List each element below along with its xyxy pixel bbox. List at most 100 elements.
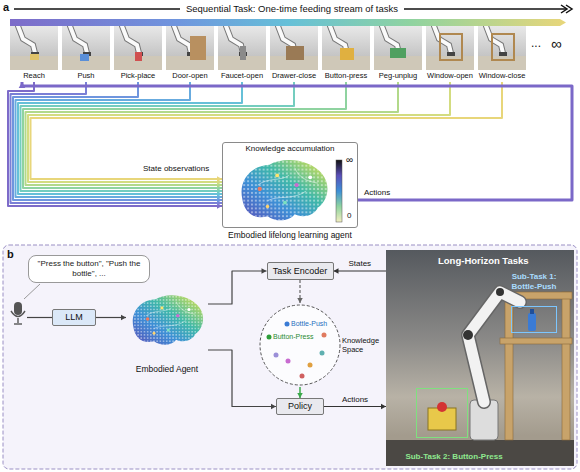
connector: [28, 82, 450, 185]
subtask-outline: [416, 388, 468, 438]
robot-scene: [386, 250, 574, 466]
bubble-tail: [24, 284, 40, 299]
task-label: Window-close: [479, 71, 526, 82]
photo-title: Long-Horizon Tasks: [438, 255, 574, 266]
connector-line: [23, 82, 346, 188]
arrowhead: [19, 82, 26, 88]
subtask-label: Sub-Task 1: Bottle-Push: [498, 272, 570, 291]
robot-photo: Long-Horizon TasksSub-Task 1: Bottle-Pus…: [386, 250, 574, 466]
space-label: Knowledge Space: [342, 336, 382, 354]
task-label: Drawer-close: [272, 71, 316, 82]
task-label: Push: [77, 71, 94, 82]
box-label: LLM: [62, 312, 86, 323]
speech-text: "Press the button", "Push the bottle", .…: [34, 259, 144, 279]
agent-label: Embodied Agent: [136, 364, 198, 374]
connector: [21, 82, 295, 194]
task-tile: Window-open: [426, 26, 474, 82]
skill-dot: [322, 333, 327, 338]
agent-brain-node: Embodied Agent: [126, 290, 208, 374]
task-label: Window-open: [427, 71, 473, 82]
connector-line: [324, 406, 386, 407]
connector: [8, 82, 222, 209]
task-label: Reach: [23, 71, 45, 82]
connector-line: [18, 82, 242, 194]
connector-line: [21, 82, 295, 191]
mic-wire: [27, 317, 52, 318]
edge-label: States: [346, 259, 373, 269]
task-tile: Drawer-close: [270, 26, 318, 82]
infinity-symbol: ∞: [551, 35, 562, 52]
speech-bubble: "Press the button", "Push the bottle", .…: [28, 255, 150, 283]
subtask-box: Sub-Task 1: Bottle-Push: [498, 272, 570, 334]
connector: [324, 404, 386, 410]
process-box: LLM: [52, 309, 96, 326]
scale-min: 0: [347, 211, 351, 220]
task-label: Peg-unplug: [379, 71, 417, 82]
connector: [19, 82, 572, 200]
connector-line: [28, 82, 450, 182]
skill-dot: [285, 322, 290, 327]
connector: [297, 387, 303, 398]
task-tile: Peg-unplug: [374, 26, 422, 82]
arrowhead: [334, 268, 339, 274]
connector: [334, 268, 387, 274]
ellipsis: ...: [531, 37, 541, 51]
connector-line: [208, 271, 267, 304]
banner-text: Sequential Task: One-time feeding stream…: [180, 3, 404, 15]
connector: [23, 82, 346, 191]
box-label: Policy: [285, 401, 315, 412]
stream-bar: [10, 19, 566, 26]
microphone-icon: [11, 302, 25, 324]
subtask-outline: [511, 306, 557, 333]
box-heading: Knowledge accumulation: [246, 144, 335, 154]
arrowhead: [262, 268, 267, 274]
skill-dot: [286, 359, 291, 364]
brain-illustration: [242, 160, 328, 220]
task-tile: Pick-place: [114, 26, 162, 82]
skill-label: Button-Press: [273, 333, 313, 341]
task-photos: [10, 26, 526, 70]
knowledge-box: Knowledge accumulationEmbodied lifelong …: [222, 142, 358, 240]
connector: [297, 280, 303, 303]
task-tile: Push: [62, 26, 110, 82]
box-border: [222, 142, 358, 228]
task-tile: Faucet-open: [218, 26, 266, 82]
panel-b-frame: [3, 245, 577, 469]
space-circle: [260, 305, 340, 385]
task-tile: Button-press: [322, 26, 370, 82]
process-box: Task Encoder: [267, 262, 334, 280]
skill-dot: [300, 374, 305, 379]
scale-max: ∞: [346, 154, 353, 166]
flow-label: State observations: [143, 164, 209, 173]
task-tile: Reach: [10, 26, 58, 82]
skill-dot: [320, 351, 325, 356]
connector-line: [26, 82, 399, 185]
skill-label: Bottle-Push: [291, 320, 327, 328]
connector: [96, 315, 126, 321]
panel-letter: b: [7, 248, 14, 261]
connector-line: [31, 82, 503, 179]
agent-brain: [133, 295, 203, 344]
process-box: Policy: [276, 398, 324, 415]
color-scale: [336, 160, 342, 222]
connector: [31, 82, 503, 182]
task-label: Door-open: [172, 71, 207, 82]
task-tile: Door-open: [166, 26, 214, 82]
skill-dot: [267, 335, 272, 340]
panel-letter: a: [3, 1, 9, 14]
edge-label: Actions: [340, 395, 370, 405]
connector: [208, 268, 267, 304]
skill-dot: [308, 363, 313, 368]
box-caption: Embodied lifelong learning agent: [228, 230, 352, 240]
arrowhead: [381, 404, 386, 410]
flow-label: Actions: [364, 188, 390, 197]
box-label: Task Encoder: [270, 266, 331, 277]
knowledge-space-circle: Knowledge Space: [258, 303, 382, 387]
arrowhead: [121, 315, 126, 321]
task-label: Pick-place: [121, 71, 156, 82]
subtask-label: Sub-Task 2: Button-Press: [405, 452, 502, 464]
stream-banner: Sequential Task: One-time feeding stream…: [14, 2, 570, 16]
task-label: Faucet-open: [221, 71, 263, 82]
subtask-box: Sub-Task 2: Button-Press: [394, 388, 514, 464]
